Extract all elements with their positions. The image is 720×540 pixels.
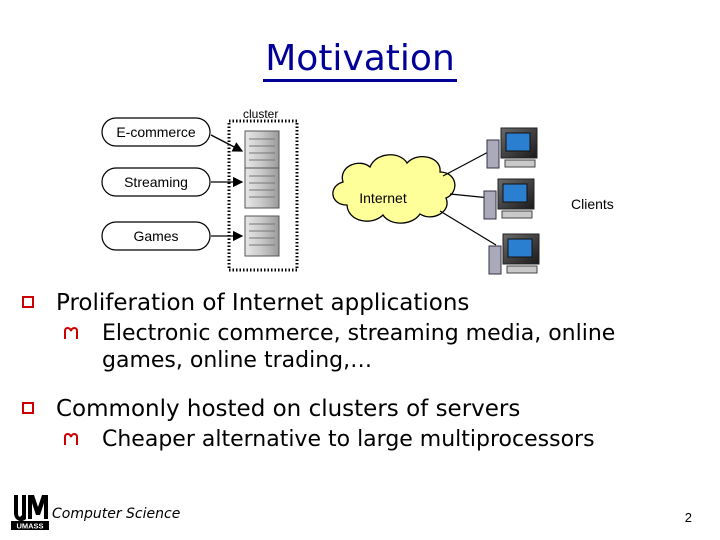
footer-department: Computer Science bbox=[52, 506, 181, 522]
link-client-1 bbox=[442, 149, 493, 177]
arrow-ecommerce bbox=[210, 134, 244, 152]
sub-bullet-icon bbox=[64, 433, 78, 445]
sub-bullet-icon bbox=[64, 327, 78, 339]
sub-bullet-item: Cheaper alternative to large multiproces… bbox=[18, 426, 708, 453]
app-games: Games bbox=[101, 221, 211, 251]
link-client-3 bbox=[439, 210, 497, 246]
app-streaming: Streaming bbox=[101, 167, 211, 197]
app-ecommerce: E-commerce bbox=[101, 117, 211, 147]
internet-cloud-icon: Internet bbox=[332, 154, 456, 224]
square-bullet-icon bbox=[22, 402, 34, 414]
bullet-item: Commonly hosted on clusters of servers bbox=[18, 394, 708, 424]
svg-text:UMASS: UMASS bbox=[16, 522, 43, 531]
svg-text:E-commerce: E-commerce bbox=[116, 124, 196, 140]
cluster-label: cluster bbox=[243, 107, 278, 121]
client-computer-icon bbox=[486, 127, 538, 169]
svg-text:Games: Games bbox=[133, 228, 178, 244]
client-computer-icon bbox=[483, 178, 535, 220]
bullet-list: Proliferation of Internet applications E… bbox=[18, 288, 708, 453]
svg-text:Internet: Internet bbox=[359, 190, 407, 206]
bullet-item: Proliferation of Internet applications bbox=[18, 288, 708, 318]
server-icon bbox=[244, 130, 280, 172]
server-icon bbox=[244, 167, 280, 209]
server-icon bbox=[244, 215, 280, 257]
square-bullet-icon bbox=[22, 296, 34, 308]
slide-title: Motivation bbox=[0, 38, 720, 82]
svg-text:Streaming: Streaming bbox=[124, 174, 188, 190]
architecture-diagram: cluster E-commerce Streaming Games Inter… bbox=[101, 107, 614, 275]
umass-logo: UMASS bbox=[11, 495, 49, 531]
sub-bullet-item: Electronic commerce, streaming media, on… bbox=[18, 320, 708, 374]
client-computer-icon bbox=[488, 233, 540, 275]
page-number: 2 bbox=[684, 510, 692, 525]
link-client-2 bbox=[449, 193, 491, 199]
clients-label: Clients bbox=[571, 196, 614, 212]
